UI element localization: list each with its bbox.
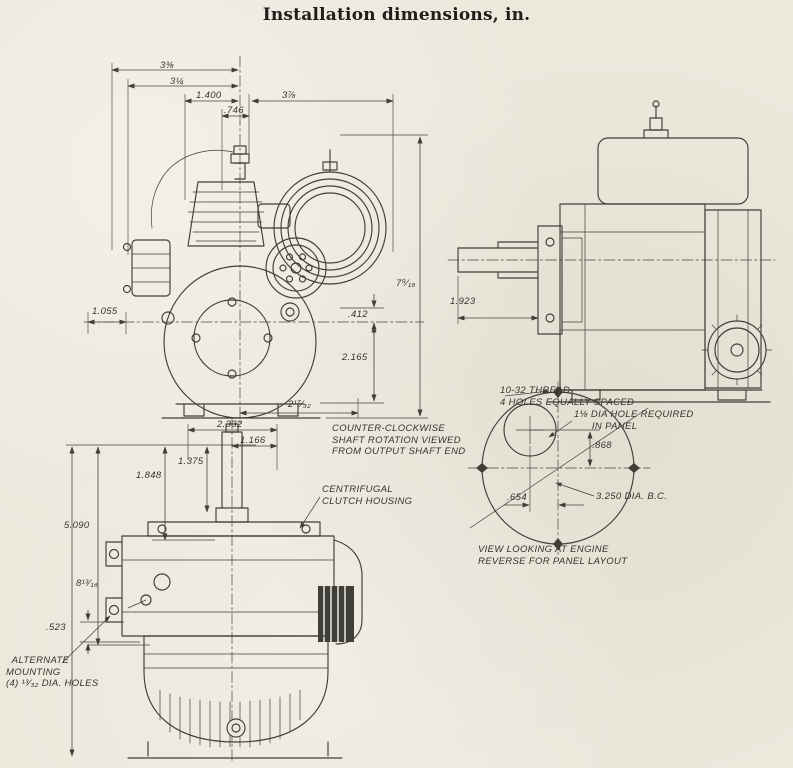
dim-label-0-746: .746 xyxy=(224,105,244,116)
dim-label-0-868: .868 xyxy=(592,440,612,451)
rotation-note-label: COUNTER-CLOCKWISE SHAFT ROTATION VIEWED … xyxy=(332,423,466,458)
dim-label-3-7-8: 3⅞ xyxy=(282,90,296,101)
dim-label-0-412: .412 xyxy=(348,309,368,320)
front-view-drawing xyxy=(83,55,425,425)
dim-label-1-166: 1.166 xyxy=(240,435,266,446)
dim-label-2-332: 2.332 xyxy=(217,419,243,430)
dim-label-0-523: .523 xyxy=(46,622,66,633)
dim-label-3-1-4: 3¼ xyxy=(170,76,184,87)
dim-label-1-923: 1.923 xyxy=(450,296,476,307)
figure-title: Installation dimensions, in. xyxy=(262,5,531,25)
dim-label-1-375: 1.375 xyxy=(178,456,204,467)
bottom-view-dimensions xyxy=(61,424,321,757)
bottom-view-drawing xyxy=(105,417,363,763)
dim-label-0-654: .654 xyxy=(507,492,527,503)
panel-view-note-label: VIEW LOOKING AT ENGINE REVERSE FOR PANEL… xyxy=(478,544,628,567)
dim-label-2-165: 2.165 xyxy=(342,352,368,363)
dim-label-5-090: 5.090 xyxy=(64,520,90,531)
bolt-circle-label: 3.250 DIA. B.C. xyxy=(596,491,668,502)
dim-label-1-400: 1.400 xyxy=(196,90,222,101)
dim-label-3-3-8: 3⅜ xyxy=(160,60,174,71)
front-view-dimensions xyxy=(87,63,428,419)
dim-label-8-13-16: 8¹³⁄₁₆ xyxy=(76,578,99,589)
clutch-housing-label: CENTRIFUGAL CLUTCH HOUSING xyxy=(322,484,413,507)
dim-label-7-9-16: 7⁹⁄₁₆ xyxy=(396,278,416,289)
panel-layout-dimensions xyxy=(504,389,600,512)
side-view-drawing xyxy=(447,100,776,403)
alternate-mounting-label: ALTERNATE MOUNTING (4) ¹³⁄₃₂ DIA. HOLES xyxy=(6,655,99,690)
thread-note-label: 10-32 THREAD 4 HOLES EQUALLY SPACED xyxy=(500,385,635,408)
side-view-dimensions xyxy=(457,276,539,324)
dim-label-1-848: 1.848 xyxy=(136,470,162,481)
dim-label-1-055: 1.055 xyxy=(92,306,118,317)
panel-hole-note-label: 1⅛ DIA HOLE REQUIRED IN PANEL xyxy=(574,409,694,432)
dim-label-2-17-32: 2¹⁷⁄₃₂ xyxy=(288,399,312,410)
